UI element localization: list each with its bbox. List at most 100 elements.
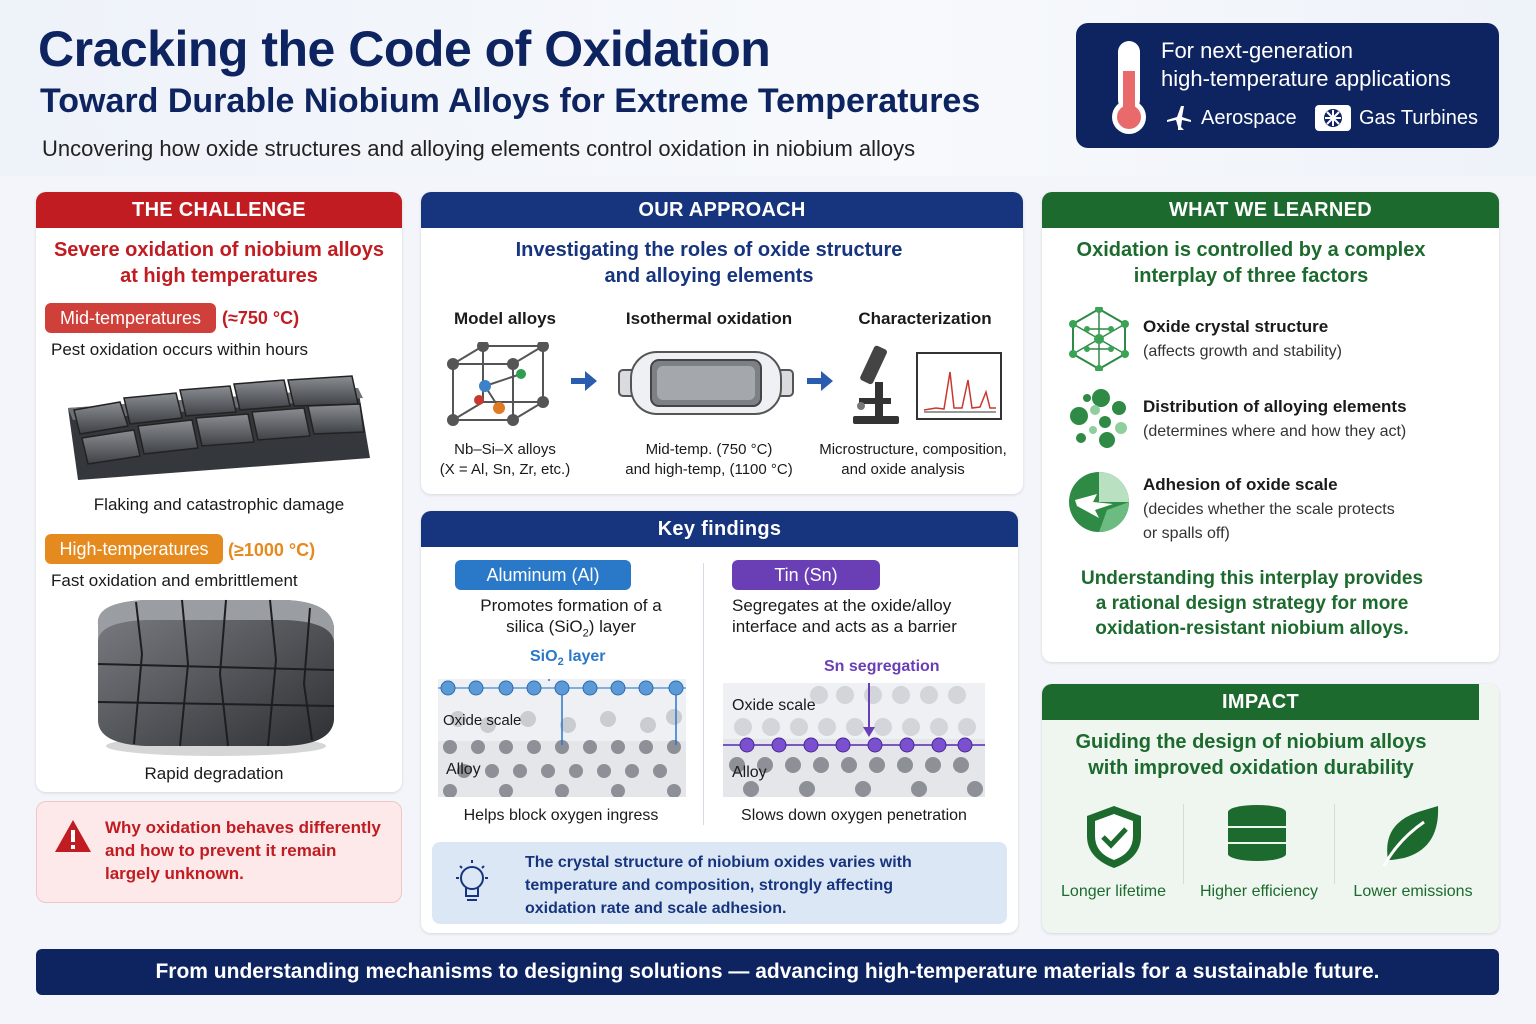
approach-card: OUR APPROACH Investigating the roles of …	[421, 192, 1023, 494]
conclusion-line1: Understanding this interplay provides	[1080, 568, 1424, 589]
tin-caption: Slows down oxygen penetration	[741, 807, 967, 824]
factor-1-title: Oxide crystal structure	[1143, 317, 1329, 336]
leaf-icon	[1382, 806, 1439, 867]
challenge-card: THE CHALLENGE Severe oxidation of niobiu…	[36, 192, 402, 792]
step-model-alloys-title: Model alloys	[453, 309, 557, 328]
impact-divider-2	[1334, 804, 1335, 884]
footer-banner: From understanding mechanisms to designi…	[36, 949, 1499, 995]
shield-check-icon	[1087, 806, 1141, 868]
arrow-right-icon	[807, 371, 833, 391]
step-oxidation-line2: and high-temp, (1100 °C)	[625, 461, 793, 478]
factor-2-desc: (determines where and how they act)	[1143, 423, 1407, 440]
sn-alloy-label: Alloy	[732, 764, 767, 781]
applications-line2: high-temperature applications	[1161, 66, 1451, 91]
crystal-structure-icon	[1069, 307, 1129, 371]
impact-divider-1	[1183, 804, 1184, 884]
impact-heading: IMPACT	[1042, 684, 1479, 720]
approach-heading: OUR APPROACH	[421, 192, 1023, 228]
sn-segregation-diagram	[723, 683, 985, 797]
impact-summary-2: with improved oxidation durability	[1088, 757, 1414, 779]
insight-line3: oxidation rate and scale adhesion.	[525, 900, 787, 917]
mid-temp-badge: Mid-temperatures	[45, 303, 216, 333]
thermometer-icon	[1112, 41, 1146, 134]
insight-line1: The crystal structure of niobium oxides …	[525, 854, 912, 871]
aluminum-line2: silica (SiO2) layer	[506, 617, 636, 640]
sio2-layer-label: SiO2 layer	[530, 648, 606, 669]
high-temp-desc: Fast oxidation and embrittlement	[51, 571, 298, 590]
insight-line2: temperature and composition, strongly af…	[525, 877, 894, 894]
challenge-summary-1: Severe oxidation of niobium alloys	[53, 239, 385, 261]
sn-segregation-label: Sn segregation	[824, 658, 940, 675]
step-model-alloys-line1: Nb–Si–X alloys	[454, 441, 556, 458]
gas-turbine-icon	[1315, 105, 1351, 131]
findings-heading: Key findings	[421, 511, 1018, 547]
warning-icon	[55, 820, 91, 852]
application-aerospace: Aerospace	[1201, 107, 1297, 129]
sio2-layer-diagram	[438, 679, 686, 797]
alloy-distribution-icon	[1070, 389, 1127, 448]
applications-line1: For next-generation	[1161, 38, 1353, 63]
learned-summary-1: Oxidation is controlled by a complex	[1076, 239, 1426, 261]
high-temp-badge: High-temperatures	[45, 534, 223, 564]
step-oxidation-line1: Mid-temp. (750 °C)	[645, 441, 773, 458]
al-alloy-label: Alloy	[446, 761, 481, 778]
warning-box: Why oxidation behaves differently and ho…	[36, 801, 402, 903]
tin-line1: Segregates at the oxide/alloy	[732, 596, 952, 615]
step-model-alloys-line2: (X = Al, Sn, Zr, etc.)	[439, 461, 571, 478]
spectrum-chart-icon	[916, 352, 1002, 420]
step-characterization-line1: Microstructure, composition,	[819, 441, 1007, 458]
factor-3-desc-1: (decides whether the scale protects	[1143, 501, 1395, 518]
applications-box: For next-generation high-temperature app…	[1076, 23, 1499, 148]
high-temp-value: (≥1000 °C)	[228, 540, 316, 560]
warning-line2: and how to prevent it remain	[105, 841, 337, 860]
database-icon	[1228, 805, 1286, 861]
warning-line1: Why oxidation behaves differently	[105, 818, 381, 837]
factor-3-title: Adhesion of oxide scale	[1143, 475, 1338, 494]
warning-line3: largely unknown.	[105, 864, 244, 883]
step-characterization-line2: and oxide analysis	[841, 461, 965, 478]
furnace-icon	[618, 351, 794, 415]
impact-card: IMPACT Guiding the design of niobium all…	[1042, 684, 1499, 933]
al-oxide-scale-label: Oxide scale	[443, 712, 522, 729]
crystal-lattice-icon	[447, 342, 549, 426]
challenge-summary-2: at high temperatures	[120, 265, 318, 287]
flaked-alloy-image	[68, 375, 370, 480]
findings-divider	[703, 563, 704, 825]
factor-2-title: Distribution of alloying elements	[1143, 397, 1407, 416]
step-characterization-title: Characterization	[858, 309, 992, 328]
mid-temp-desc: Pest oxidation occurs within hours	[51, 340, 309, 359]
microscope-icon	[853, 345, 899, 424]
learned-summary-2: interplay of three factors	[1133, 265, 1369, 287]
impact-item-lifetime: Longer lifetime	[1061, 883, 1166, 900]
mid-temp-caption: Flaking and catastrophic damage	[93, 495, 345, 514]
challenge-heading: THE CHALLENGE	[36, 192, 402, 228]
oxide-adhesion-icon	[1069, 472, 1129, 532]
aluminum-badge: Aluminum (Al)	[455, 560, 631, 590]
application-gas-turbines: Gas Turbines	[1359, 107, 1478, 129]
conclusion-line3: oxidation-resistant niobium alloys.	[1095, 618, 1409, 639]
aluminum-line1: Promotes formation of a	[480, 596, 662, 615]
arrow-right-icon	[571, 371, 597, 391]
approach-summary-2: and alloying elements	[604, 265, 814, 287]
tin-badge: Tin (Sn)	[732, 560, 880, 590]
high-temp-caption: Rapid degradation	[144, 764, 284, 783]
mid-temp-value: (≈750 °C)	[222, 308, 300, 328]
airplane-icon	[1167, 106, 1191, 130]
degraded-alloy-image	[97, 599, 335, 756]
impact-summary-1: Guiding the design of niobium alloys	[1075, 731, 1427, 753]
approach-summary-1: Investigating the roles of oxide structu…	[515, 239, 903, 261]
page-tagline: Uncovering how oxide structures and allo…	[42, 136, 916, 161]
findings-card: Key findings Aluminum (Al) Promotes form…	[421, 511, 1018, 933]
factor-1-desc: (affects growth and stability)	[1143, 343, 1342, 360]
learned-card: WHAT WE LEARNED Oxidation is controlled …	[1042, 192, 1499, 662]
impact-item-emissions: Lower emissions	[1353, 883, 1473, 900]
aluminum-caption: Helps block oxygen ingress	[463, 807, 659, 824]
page-title: Cracking the Code of Oxidation	[38, 21, 771, 77]
page-subtitle: Toward Durable Niobium Alloys for Extrem…	[40, 82, 981, 120]
tin-line2: interface and acts as a barrier	[732, 617, 957, 636]
conclusion-line2: a rational design strategy for more	[1095, 593, 1409, 614]
factor-3-desc-2: or spalls off)	[1143, 525, 1230, 542]
step-oxidation-title: Isothermal oxidation	[625, 309, 793, 328]
lightbulb-icon	[456, 860, 488, 901]
sn-oxide-scale-label: Oxide scale	[732, 697, 816, 714]
